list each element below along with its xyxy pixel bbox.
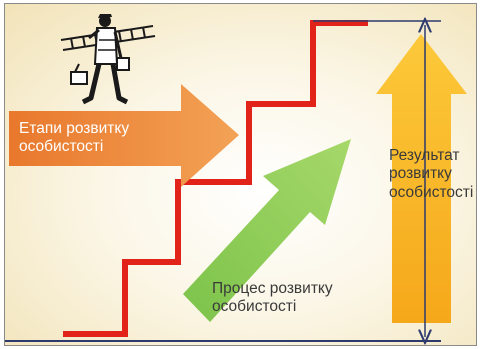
stages-label: Етапи розвитку особистості <box>19 120 130 156</box>
man-carrying-ladder-icon <box>60 14 156 105</box>
stages-arrow <box>9 84 239 187</box>
diagram-frame: Етапи розвитку особистості Процес розвит… <box>4 3 477 346</box>
process-arrow <box>183 139 351 322</box>
staircase <box>63 20 368 337</box>
development-diagram <box>5 14 467 345</box>
process-label: Процес розвитку особистості <box>212 280 333 316</box>
result-label: Результат розвитку особистості <box>389 147 474 201</box>
